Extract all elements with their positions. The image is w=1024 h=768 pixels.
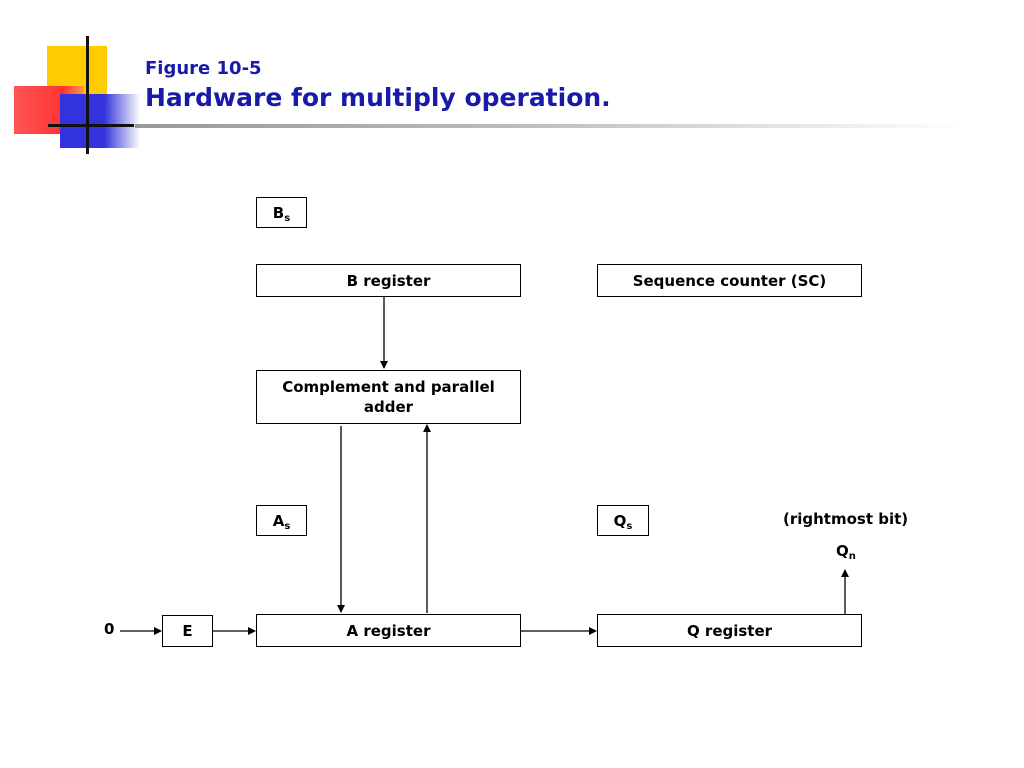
- title-underline: [135, 124, 965, 128]
- sequence-counter-box: Sequence counter (SC): [597, 264, 862, 297]
- adder-label: Complement and parallel adder: [282, 378, 495, 416]
- qn-label-base: Q: [836, 542, 849, 560]
- bs-box: Bs: [256, 197, 307, 228]
- zero-input-label: 0: [104, 620, 115, 638]
- b-register-label: B register: [346, 271, 431, 290]
- b-register-box: B register: [256, 264, 521, 297]
- as-label-base: A: [272, 511, 285, 530]
- qs-label: Qs: [613, 511, 633, 532]
- as-label: As: [272, 511, 291, 532]
- a-register-label: A register: [346, 621, 431, 640]
- rightmost-bit-note: (rightmost bit): [783, 510, 909, 528]
- logo-horizontal-line: [48, 124, 134, 127]
- slide-title: Hardware for multiply operation.: [145, 83, 611, 112]
- qs-label-base: Q: [613, 511, 627, 530]
- as-box: As: [256, 505, 307, 536]
- e-label: E: [182, 622, 193, 640]
- figure-number: Figure 10-5: [145, 58, 262, 79]
- bs-label-base: B: [272, 203, 285, 222]
- qn-label: Qn: [836, 542, 856, 562]
- sequence-counter-label: Sequence counter (SC): [632, 271, 827, 290]
- logo-vertical-line: [86, 36, 89, 154]
- a-register-box: A register: [256, 614, 521, 647]
- e-box: E: [162, 615, 213, 647]
- q-register-label: Q register: [686, 621, 773, 640]
- qs-label-sub: s: [626, 520, 633, 532]
- bs-label: Bs: [272, 203, 291, 224]
- logo-blue-square: [60, 94, 140, 148]
- qn-label-sub: n: [848, 551, 856, 562]
- qs-box: Qs: [597, 505, 649, 536]
- as-label-sub: s: [284, 520, 291, 532]
- q-register-box: Q register: [597, 614, 862, 647]
- bs-label-sub: s: [284, 212, 291, 224]
- adder-box: Complement and parallel adder: [256, 370, 521, 424]
